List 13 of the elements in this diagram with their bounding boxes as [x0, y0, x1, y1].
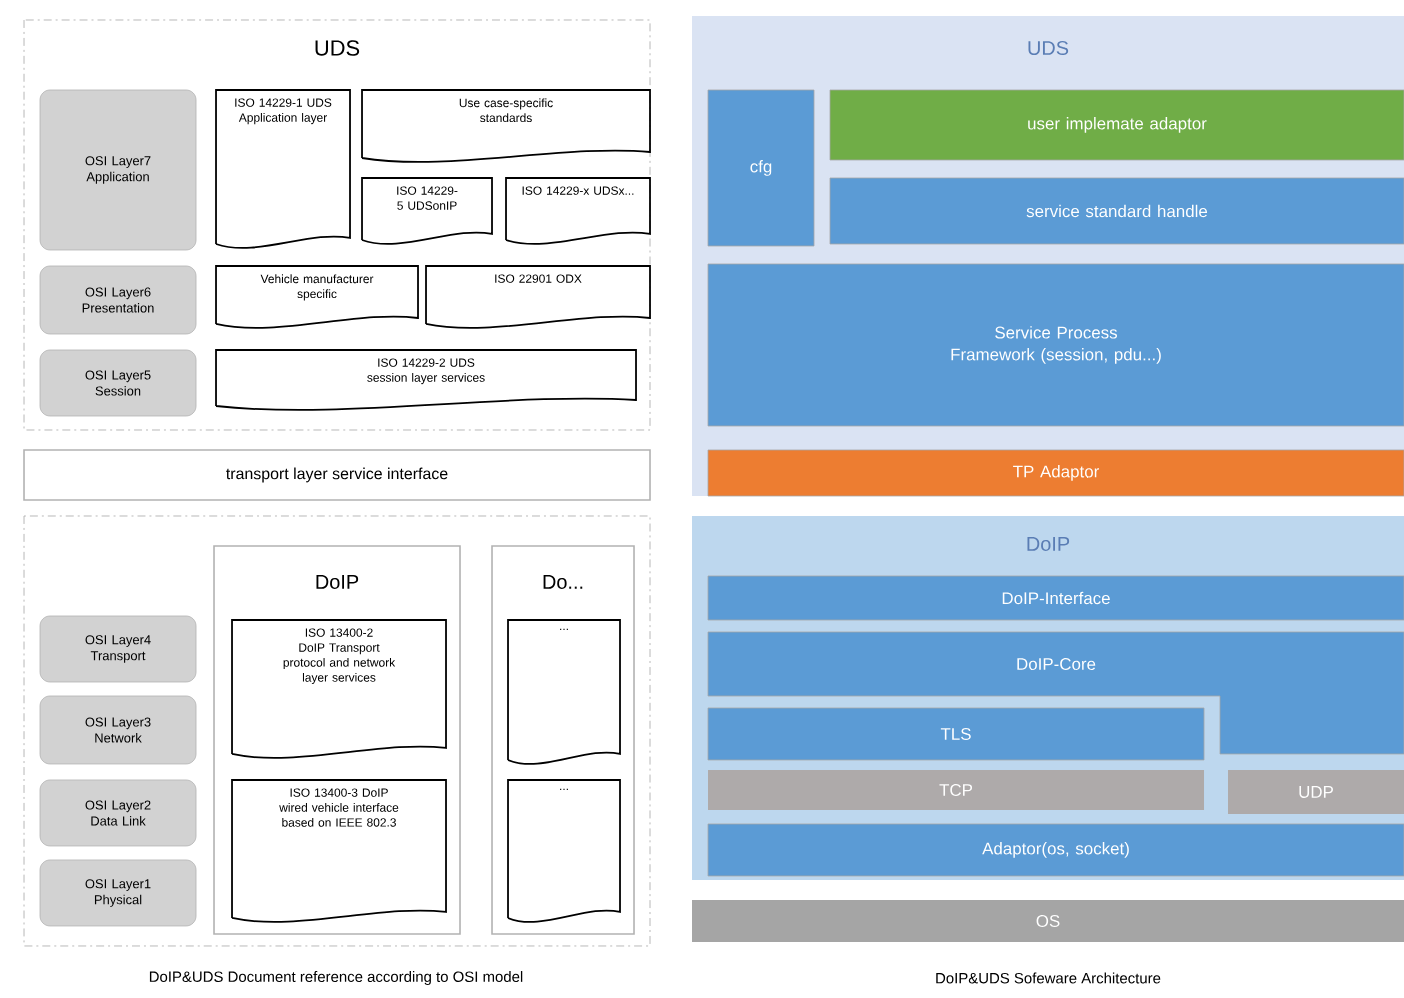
- dashed-group-frame: [23, 515, 651, 947]
- module-block: TLS: [707, 707, 1205, 761]
- module-block: TP Adaptor: [707, 449, 1404, 497]
- module-block: user implemate adaptor: [829, 89, 1404, 161]
- module-block: cfg: [707, 89, 815, 247]
- module-block: UDP: [1228, 770, 1404, 814]
- module-block: Service Process Framework (session, pdu...): [707, 263, 1404, 427]
- module-block: Adaptor(os, socket): [707, 823, 1404, 877]
- module-block: TCP: [708, 770, 1204, 810]
- module-block: service standard handle: [829, 177, 1404, 245]
- node-label: DoIP-Core: [1017, 658, 1096, 670]
- module-block: OS: [692, 900, 1404, 942]
- module-block: DoIP-Interface: [707, 575, 1404, 621]
